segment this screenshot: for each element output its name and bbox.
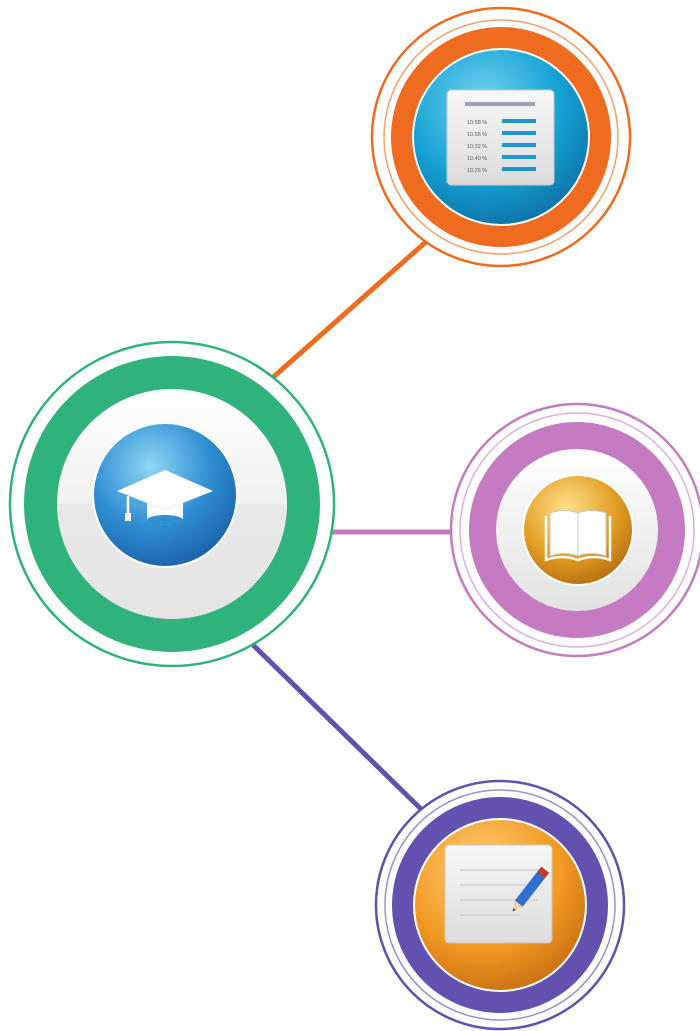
report-row-label: 10.40 % [467, 156, 487, 162]
report-row-label: 10.26 % [467, 168, 487, 174]
report-row-bar [502, 167, 536, 171]
report-row-bar [502, 119, 536, 123]
report-row-bar [502, 143, 536, 147]
node-book [449, 402, 700, 658]
report-row-label: 10.32 % [467, 144, 487, 150]
report-row-bar [502, 155, 536, 159]
report-row-label: 10.56 % [467, 132, 487, 138]
report-row-bar [502, 131, 536, 135]
connector-line-report [268, 238, 430, 382]
document-list-icon: 10.58 % 10.56 % 10.32 % 10.40 % 10.26 % [446, 89, 555, 186]
open-book-icon [544, 510, 612, 562]
connector-line-notes [248, 640, 424, 812]
node-notes [374, 779, 626, 1031]
graduation-cap-icon [117, 470, 213, 525]
hub-node [8, 340, 336, 668]
note-pencil-icon [444, 844, 553, 944]
node-report: 10.58 % 10.56 % 10.32 % 10.40 % 10.26 % [370, 6, 632, 268]
report-row-label: 10.58 % [467, 120, 487, 126]
